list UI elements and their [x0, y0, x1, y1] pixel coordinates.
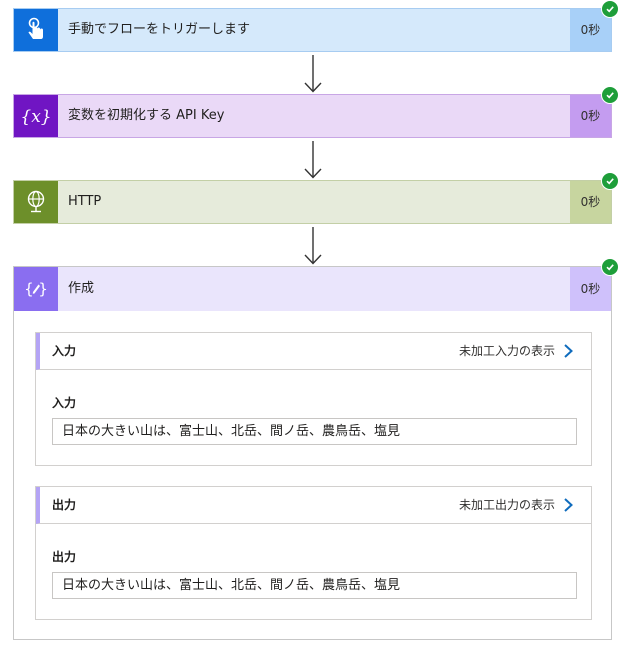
touch-trigger-icon: [14, 9, 58, 51]
outputs-value-field[interactable]: 日本の大きい山は、富士山、北岳、間ノ岳、農鳥岳、塩見: [52, 572, 577, 599]
step-title: 手動でフローをトリガーします: [68, 22, 251, 37]
show-raw-inputs-link[interactable]: 未加工入力の表示: [458, 344, 555, 358]
outputs-field-label: 出力: [52, 550, 77, 564]
success-check-icon: [601, 258, 619, 276]
success-check-icon: [601, 0, 619, 18]
compose-icon: { }: [14, 267, 58, 311]
inputs-panel: 入力 未加工入力の表示 入力 日本の大きい山は、富士山、北岳、間ノ岳、農鳥岳、塩…: [35, 332, 592, 466]
step-compose: { } 作成 0秒 入力 未加工入力の表示 入力 日本の大きい山は、富士山、北岳…: [13, 258, 619, 640]
outputs-panel: 出力 未加工出力の表示 出力 日本の大きい山は、富士山、北岳、間ノ岳、農鳥岳、塩…: [35, 486, 592, 620]
step-header[interactable]: { } 作成 0秒: [14, 267, 611, 311]
step-title: HTTP: [68, 194, 102, 209]
show-raw-outputs-link[interactable]: 未加工出力の表示: [458, 498, 555, 512]
svg-text:{x}: {x}: [21, 107, 51, 127]
flow-arrow-icon: [304, 141, 322, 179]
inputs-header-label: 入力: [52, 344, 77, 358]
chevron-right-icon[interactable]: [561, 497, 575, 513]
variable-icon: {x}: [14, 95, 58, 137]
success-check-icon: [601, 86, 619, 104]
step-http[interactable]: HTTP 0秒: [13, 172, 619, 224]
inputs-field-label: 入力: [52, 396, 77, 410]
flow-arrow-icon: [304, 55, 322, 93]
flow-arrow-icon: [304, 227, 322, 265]
step-title: 変数を初期化する API Key: [68, 108, 225, 123]
step-manual-trigger[interactable]: 手動でフローをトリガーします 0秒: [13, 0, 619, 52]
outputs-header-label: 出力: [52, 498, 77, 512]
globe-icon: [14, 181, 58, 223]
step-initialize-variable[interactable]: {x} 変数を初期化する API Key 0秒: [13, 86, 619, 138]
inputs-value-field[interactable]: 日本の大きい山は、富士山、北岳、間ノ岳、農鳥岳、塩見: [52, 418, 577, 445]
chevron-right-icon[interactable]: [561, 343, 575, 359]
success-check-icon: [601, 172, 619, 190]
inputs-panel-header: 入力 未加工入力の表示: [36, 333, 591, 370]
step-title: 作成: [68, 281, 95, 296]
step-duration: 0秒: [570, 267, 611, 311]
step-duration: 0秒: [570, 9, 611, 51]
outputs-panel-header: 出力 未加工出力の表示: [36, 487, 591, 524]
